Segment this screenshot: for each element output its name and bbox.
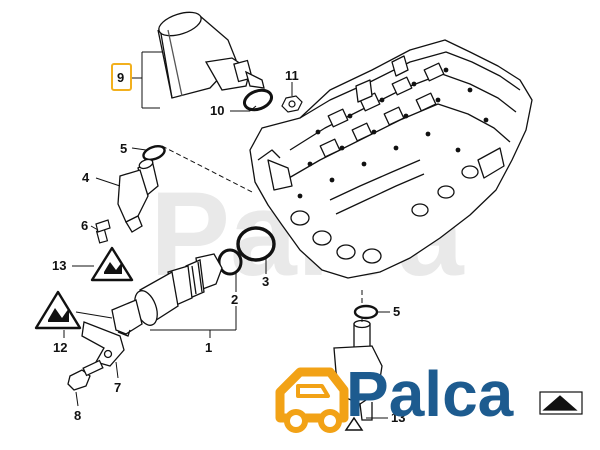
warning-symbol-12 xyxy=(34,290,82,330)
callout-1: 1 xyxy=(205,340,212,355)
leader-lines xyxy=(63,51,390,419)
callout-5-bottom: 5 xyxy=(393,304,400,319)
warning-symbol-13 xyxy=(90,246,134,282)
bolt-8 xyxy=(67,359,104,391)
callout-labels: 9 10 11 5 4 6 13 3 2 1 12 7 8 5 13 xyxy=(52,68,405,425)
seal-ring-5-top xyxy=(142,145,166,161)
callout-5-top: 5 xyxy=(120,141,127,156)
bolt-6 xyxy=(95,219,111,244)
callout-13-bottom: 13 xyxy=(391,410,405,425)
callout-3: 3 xyxy=(262,274,269,289)
o-ring-10-inner xyxy=(247,92,269,108)
callout-2: 2 xyxy=(231,292,238,307)
sensor-4 xyxy=(117,158,159,233)
callout-12: 12 xyxy=(53,340,67,355)
callout-6: 6 xyxy=(81,218,88,233)
callout-9: 9 xyxy=(117,70,124,85)
callout-10: 10 xyxy=(210,103,224,118)
bracket-7 xyxy=(81,321,125,367)
callout-7: 7 xyxy=(114,380,121,395)
callout-11: 11 xyxy=(285,68,299,83)
callout-4: 4 xyxy=(82,170,90,185)
reference-symbol xyxy=(539,391,583,415)
solenoid-valve-1 xyxy=(111,253,223,337)
logo-brand-text: Palca xyxy=(346,358,514,430)
nut-11 xyxy=(281,95,303,113)
truck-icon xyxy=(275,367,349,433)
callout-13-left: 13 xyxy=(52,258,66,273)
o-ring-3 xyxy=(236,226,276,262)
seal-ring-5-bottom xyxy=(353,304,379,320)
warning-symbol-13-bottom xyxy=(344,416,364,431)
callout-8: 8 xyxy=(74,408,81,423)
o-ring-10 xyxy=(242,88,274,112)
palca-logo: Palca xyxy=(275,358,514,433)
highlight-box-9 xyxy=(111,63,132,91)
cylinder-head xyxy=(249,39,533,279)
actuator-motor xyxy=(157,11,265,99)
